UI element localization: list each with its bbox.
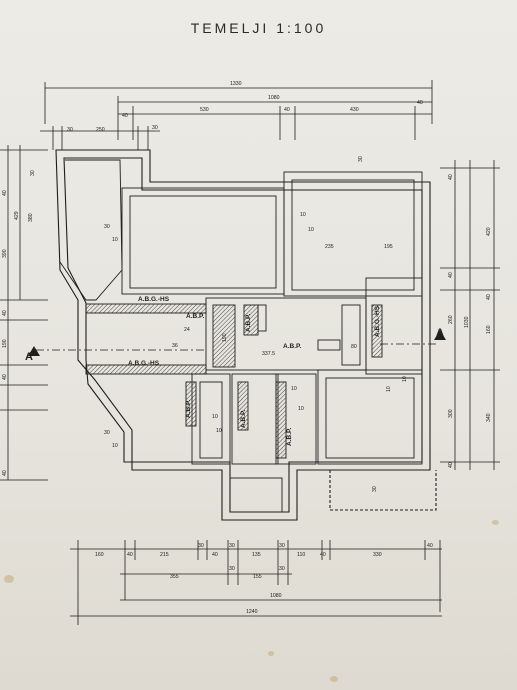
dim-r40b: 40 <box>448 272 454 278</box>
dimension-texts: 1330 1080 40 530 40 430 40 30 250 30 30 … <box>2 81 492 615</box>
label-abp-5: A.B.P. <box>240 410 247 428</box>
dim-235: 235 <box>325 244 334 250</box>
paper-stain <box>492 520 499 525</box>
dim-24: 24 <box>184 327 190 333</box>
dim-b110: 110 <box>297 552 305 558</box>
dim-top-40c: 40 <box>417 100 423 106</box>
dim-b30e: 30 <box>279 566 285 572</box>
dim-b1240: 1240 <box>246 609 258 615</box>
dim-b30c: 30 <box>279 543 285 549</box>
dim-top-530: 530 <box>200 107 209 113</box>
dim-b355: 355 <box>170 574 179 580</box>
dim-top-30a: 30 <box>67 127 73 133</box>
dim-10d: 10 <box>298 406 304 412</box>
dim-10e: 10 <box>212 414 218 420</box>
dim-b30d: 30 <box>229 566 235 572</box>
paper-stain <box>4 575 14 583</box>
interior-walls <box>59 159 423 513</box>
wall-labels: A.B.G.-HS A.B.G.-HS A.B.G.-HS A.B.P. A.B… <box>25 296 444 446</box>
section-label-right: A <box>436 327 444 339</box>
dim-b40d: 40 <box>427 543 433 549</box>
dim-b30b: 30 <box>229 543 235 549</box>
dim-l390: 390 <box>2 249 8 258</box>
section-arrow-left-icon <box>28 346 40 356</box>
dim-337-5: 337.5 <box>262 351 275 357</box>
dim-r300: 300 <box>448 409 454 418</box>
section-line-a <box>36 343 438 351</box>
dim-top-sub: 1080 <box>268 95 280 101</box>
dim-top-40a: 40 <box>122 113 128 119</box>
dim-r260: 260 <box>448 315 454 324</box>
label-abg-hs-3: A.B.G.-HS <box>374 305 381 337</box>
drawing-title: TEMELJI 1:100 <box>190 20 327 36</box>
dim-r40d: 40 <box>448 462 454 468</box>
dim-10f: 10 <box>216 428 222 434</box>
right-dimension-lines <box>440 160 500 470</box>
dim-room-30: 30 <box>104 224 110 230</box>
dim-10c: 10 <box>291 386 297 392</box>
dim-10-r1: 10 <box>386 386 392 392</box>
dim-10g: 10 <box>112 443 118 449</box>
dim-room-10: 10 <box>112 237 118 243</box>
dim-b160: 160 <box>95 552 104 558</box>
label-abp-6: A.B.P. <box>286 428 293 446</box>
dim-r40a: 40 <box>448 174 454 180</box>
dim-30-top-right: 30 <box>358 156 364 162</box>
dim-l380: 380 <box>28 213 34 222</box>
dim-r340: 340 <box>486 413 492 422</box>
dim-l30: 30 <box>30 170 36 176</box>
paper-stain <box>330 676 338 682</box>
dim-l40b: 40 <box>2 310 8 316</box>
dim-top-total: 1330 <box>230 81 242 87</box>
dim-b330: 330 <box>373 552 382 558</box>
dim-l429: 429 <box>14 211 20 220</box>
section-arrow-right-icon <box>434 330 446 340</box>
dim-80: 80 <box>351 344 357 350</box>
top-dimension-lines <box>40 80 433 150</box>
dim-b215: 215 <box>160 552 169 558</box>
dim-right-10b: 10 <box>308 227 314 233</box>
dim-b40a: 40 <box>127 552 133 558</box>
dim-10-r2: 10 <box>402 376 408 382</box>
label-abp-4: A.B.P. <box>185 400 192 418</box>
dim-top-250: 250 <box>96 127 105 133</box>
label-abg-hs-2: A.B.G.-HS <box>128 360 160 367</box>
dim-b135: 135 <box>252 552 261 558</box>
label-abp-2: A.B.P. <box>245 314 252 332</box>
label-abp-1: A.B.P. <box>186 313 204 320</box>
dim-top-430: 430 <box>350 107 359 113</box>
dim-b40b: 40 <box>212 552 218 558</box>
dim-195: 195 <box>384 244 393 250</box>
dim-b30a: 30 <box>198 543 204 549</box>
dim-r1030: 1030 <box>464 316 470 328</box>
label-abp-3: A.B.P. <box>283 343 301 350</box>
dim-l40c: 40 <box>2 374 8 380</box>
dim-36: 36 <box>172 343 178 349</box>
dim-right-10: 10 <box>300 212 306 218</box>
dim-top-30b: 30 <box>152 125 158 131</box>
dim-r160: 160 <box>486 325 492 334</box>
dim-l190: 190 <box>2 339 8 348</box>
dim-b1080: 1080 <box>270 593 282 599</box>
dim-30g: 30 <box>104 430 110 436</box>
dim-top-40b: 40 <box>284 107 290 113</box>
section-label-left: A <box>25 351 33 363</box>
bottom-dimension-lines <box>70 540 442 625</box>
dim-r40c: 40 <box>486 294 492 300</box>
dim-b155: 155 <box>253 574 262 580</box>
left-dimension-lines <box>0 145 48 481</box>
dim-l40d: 40 <box>2 470 8 476</box>
dim-b40c: 40 <box>320 552 326 558</box>
dim-30-bottom: 30 <box>372 486 378 492</box>
dim-l40: 40 <box>2 190 8 196</box>
label-abg-hs-1: A.B.G.-HS <box>138 296 170 303</box>
dim-190: 190 <box>222 333 228 342</box>
paper-stain <box>268 651 274 656</box>
dim-r420: 420 <box>486 227 492 236</box>
